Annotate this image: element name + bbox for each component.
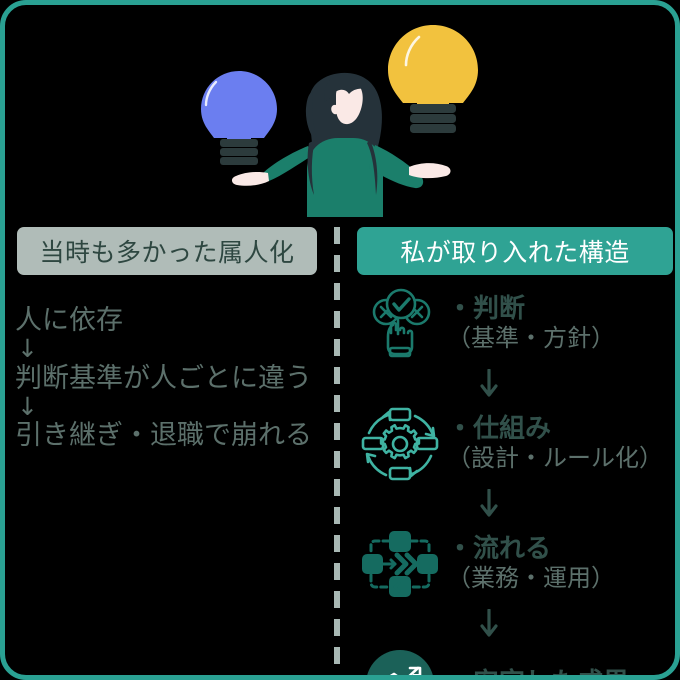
woman-figure bbox=[231, 72, 451, 217]
solution-arrow-3 bbox=[357, 607, 675, 641]
solution-step-title: ・安定した成果 bbox=[447, 669, 629, 675]
hand-choosing-check-option-icon bbox=[357, 281, 443, 367]
solution-arrow-1 bbox=[357, 367, 675, 401]
solution-step-flow-text: ・流れる （業務・運用） bbox=[443, 534, 615, 593]
problem-arrow-2: ↓ bbox=[17, 391, 38, 421]
solution-arrow-2 bbox=[357, 487, 675, 521]
growth-bar-chart-circle-icon bbox=[357, 641, 443, 675]
blue-lightbulb-icon bbox=[201, 71, 277, 165]
solution-step-system-text: ・仕組み （設計・ルール化） bbox=[443, 414, 663, 473]
solution-step-title: ・流れる bbox=[447, 534, 552, 565]
gear-process-cycle-icon bbox=[357, 401, 443, 487]
solution-step-subtitle: （設計・ルール化） bbox=[447, 444, 663, 473]
solution-step-system: ・仕組み （設計・ルール化） bbox=[357, 401, 675, 487]
vertical-dashed-divider bbox=[334, 227, 340, 667]
hero-illustration bbox=[5, 5, 675, 217]
header-badge-solution: 私が取り入れた構造 bbox=[357, 227, 673, 275]
problem-line-2: 判断基準が人ごとに違う bbox=[15, 362, 312, 394]
solution-step-title: ・判断 bbox=[447, 294, 526, 325]
solution-step-judgement-text: ・判断 （基準・方針） bbox=[443, 294, 615, 353]
problem-line-3: 引き継ぎ・退職で崩れる bbox=[15, 420, 312, 452]
solution-step-result: ・安定した成果 bbox=[357, 641, 675, 675]
workflow-chevrons-icon bbox=[357, 521, 443, 607]
solution-step-title: ・仕組み bbox=[447, 414, 552, 445]
yellow-lightbulb-icon bbox=[388, 25, 478, 133]
header-badge-problem: 当時も多かった属人化 bbox=[17, 227, 317, 275]
solution-step-flow: ・流れる （業務・運用） bbox=[357, 521, 675, 607]
woman-with-lightbulbs-graphic bbox=[201, 25, 478, 217]
problem-line-1: 人に依存 bbox=[15, 305, 123, 336]
column-headers: 当時も多かった属人化 私が取り入れた構造 bbox=[5, 227, 675, 275]
problem-arrow-1: ↓ bbox=[17, 334, 38, 364]
solution-step-subtitle: （業務・運用） bbox=[447, 564, 615, 593]
solution-column: ・判断 （基準・方針） bbox=[357, 281, 675, 675]
solution-step-result-text: ・安定した成果 bbox=[443, 669, 629, 675]
problem-column: 人に依存 ↓ 判断基準が人ごとに違う ↓ 引き継ぎ・退職で崩れる bbox=[15, 305, 327, 451]
solution-step-judgement: ・判断 （基準・方針） bbox=[357, 281, 675, 367]
solution-step-subtitle: （基準・方針） bbox=[447, 324, 615, 353]
